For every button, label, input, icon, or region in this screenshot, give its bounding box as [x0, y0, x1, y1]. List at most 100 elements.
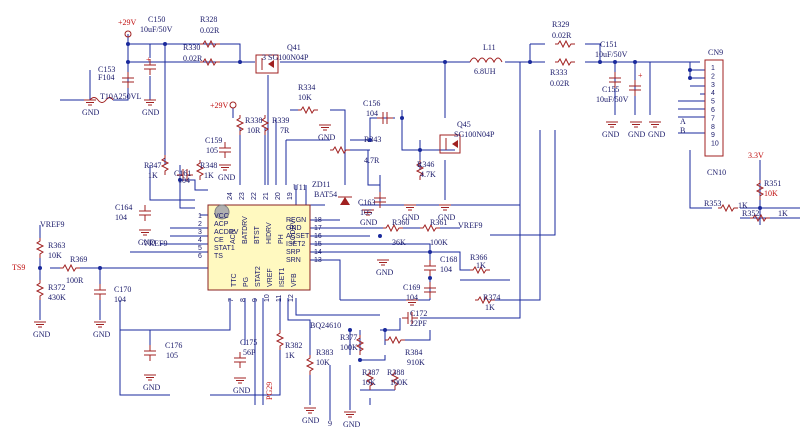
p29v-mid: +29V — [210, 101, 229, 110]
ic-pin-num: 20 — [275, 192, 282, 200]
ic-pin-name: TS — [214, 253, 223, 260]
gnd-label: GND — [343, 420, 361, 428]
ic-u11: U11 BQ24610 — [207, 183, 341, 330]
gnd-label: GND — [360, 218, 378, 227]
ic-pin-name: ISET2 — [286, 241, 306, 248]
r328-val: 0.02R — [200, 26, 220, 35]
ic-pin-name: BTST — [254, 225, 261, 244]
r338-val: 10R — [247, 126, 261, 135]
ic-pin-num: 21 — [263, 192, 270, 200]
c156-ref: C156 — [363, 99, 380, 108]
ic-pin-name: ISET1 — [279, 267, 286, 287]
r372-val: 430K — [48, 293, 66, 302]
r333-val: 0.02R — [550, 79, 570, 88]
c155-ref: C155 — [602, 85, 619, 94]
ic-pin-name: TTC — [231, 273, 238, 287]
connector-pin-num: 9 — [711, 132, 715, 139]
r348-ref: R348 — [200, 161, 217, 170]
p29v-top: +29V — [118, 18, 137, 27]
ic-pin-name: BATDRV — [242, 216, 249, 244]
r334-ref: R334 — [298, 83, 315, 92]
r352-val: 1K — [778, 209, 788, 218]
ic-pin-name: ACDRV — [214, 229, 239, 236]
c169-ref: C169 — [403, 283, 420, 292]
cn10-ref: CN10 — [707, 168, 726, 177]
ic-pin-num: 12 — [288, 294, 295, 302]
r346-ref: R346 — [417, 160, 434, 169]
ic-pin-name: VREF — [267, 268, 274, 287]
r383-val: 10K — [316, 358, 330, 367]
ic-pin-num: 22 — [251, 192, 258, 200]
p33v-net: 3.3V — [748, 151, 764, 160]
vref9-3: VREF9 — [143, 239, 167, 248]
c159-ref: C159 — [205, 136, 222, 145]
r347-ref: R347 — [144, 161, 161, 170]
r384-ref: R384 — [405, 348, 422, 357]
ic-pin-name: ACN — [230, 229, 237, 244]
r382-ref: R382 — [285, 341, 302, 350]
ic-pin-num: 13 — [314, 257, 322, 264]
r333-ref: R333 — [550, 68, 567, 77]
r351-val: 10K — [764, 189, 778, 198]
ic-part: BQ24610 — [310, 321, 341, 330]
c172-val: 22PF — [410, 319, 427, 328]
ic-pin-num: 4 — [198, 237, 202, 244]
gnd-label: GND — [93, 330, 111, 339]
ic-pin-name: CE — [214, 237, 224, 244]
ic-pin-name: VFB — [291, 273, 298, 287]
r363-val: 10K — [48, 251, 62, 260]
pg29-net: PG29 — [265, 382, 274, 400]
c170-ref: C170 — [114, 285, 131, 294]
r330-val: 0.02R — [183, 54, 203, 63]
r383-ref: R383 — [316, 348, 333, 357]
gnd-label: GND — [82, 108, 100, 117]
ic-pin-name: VCC — [214, 213, 229, 220]
gnd-label: GND — [648, 130, 666, 139]
ic-pin-num: 14 — [314, 249, 322, 256]
ic-pin-num: 15 — [314, 241, 322, 248]
cn9-ref: CN9 — [708, 48, 723, 57]
gnd-label: GND — [142, 108, 160, 117]
ic-pin-name: REGN — [286, 217, 306, 224]
c172-ref: C172 — [410, 309, 427, 318]
q41-val: 3 SG100N04P — [262, 53, 309, 62]
c175-ref: C175 — [240, 338, 257, 347]
r346-val: 4.7K — [420, 170, 436, 179]
r369-val: 100R — [66, 276, 84, 285]
ic-pin-num: 16 — [314, 233, 322, 240]
ic-pin-num: 1 — [198, 213, 202, 220]
gnd-label: GND — [438, 213, 456, 222]
ic-pin-name: ACP — [214, 221, 229, 228]
c163-val: 105 — [360, 208, 372, 217]
r348-val: 1K — [204, 171, 214, 180]
r338-ref: R338 — [245, 116, 262, 125]
ic-pin-num: 3 — [198, 229, 202, 236]
zd11-ref: ZD11 — [312, 180, 330, 189]
ic-pin-name: GND — [286, 225, 302, 232]
vref9-1: VREF9 — [458, 221, 482, 230]
ic-pin-name: LODRV — [290, 220, 297, 244]
ic-pin-name: PH — [278, 234, 285, 244]
c150-val: 10uF/50V — [140, 25, 173, 34]
connector-pin-num: 2 — [711, 73, 715, 80]
r360-val: 36K — [392, 238, 406, 247]
q45-val: SG100N04P — [454, 130, 495, 139]
ic-pin-num: 24 — [227, 192, 234, 200]
ts9-net: TS9 — [12, 263, 25, 272]
connector-pin-num: 10 — [711, 141, 719, 148]
r351-ref: R351 — [764, 179, 781, 188]
r382-val: 1K — [285, 351, 295, 360]
svg-text:+: + — [638, 71, 643, 80]
c164-ref: C164 — [115, 203, 132, 212]
ic-pin-name: SRN — [286, 257, 301, 264]
r363-ref: R363 — [48, 241, 65, 250]
ic-pin-name: SRP — [286, 249, 301, 256]
c161-ref: C161 — [174, 169, 191, 178]
connector-pin-num: 3 — [711, 82, 715, 89]
l11-val: 6.8UH — [474, 67, 496, 76]
f104-ref: F104 — [98, 73, 114, 82]
ic-pin-num: 2 — [198, 221, 202, 228]
r334-val: 10K — [298, 93, 312, 102]
ic-pin-name: STAT2 — [255, 266, 262, 287]
gnd-label: GND — [218, 173, 236, 182]
